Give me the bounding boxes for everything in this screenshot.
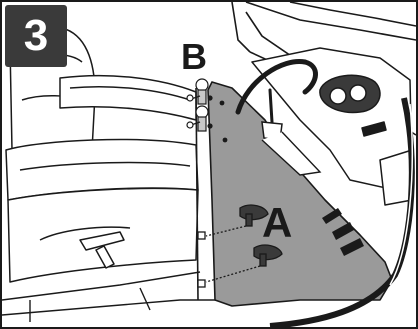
dashboard (251, 47, 413, 206)
pedals (322, 208, 364, 256)
step-number-badge: 3 (5, 5, 67, 67)
callout-label-b: B (181, 36, 207, 77)
callout-label-a: A (262, 199, 293, 246)
car-seat (5, 25, 199, 283)
floor-sill (1, 271, 230, 322)
steering-column (261, 131, 322, 176)
push-pin-fastener-icon (197, 244, 283, 288)
push-pin-fastener-icon (186, 78, 213, 105)
panel-holes (219, 100, 228, 143)
push-pin-fastener-icon (197, 204, 269, 240)
push-pin-fastener-icon (186, 105, 213, 132)
